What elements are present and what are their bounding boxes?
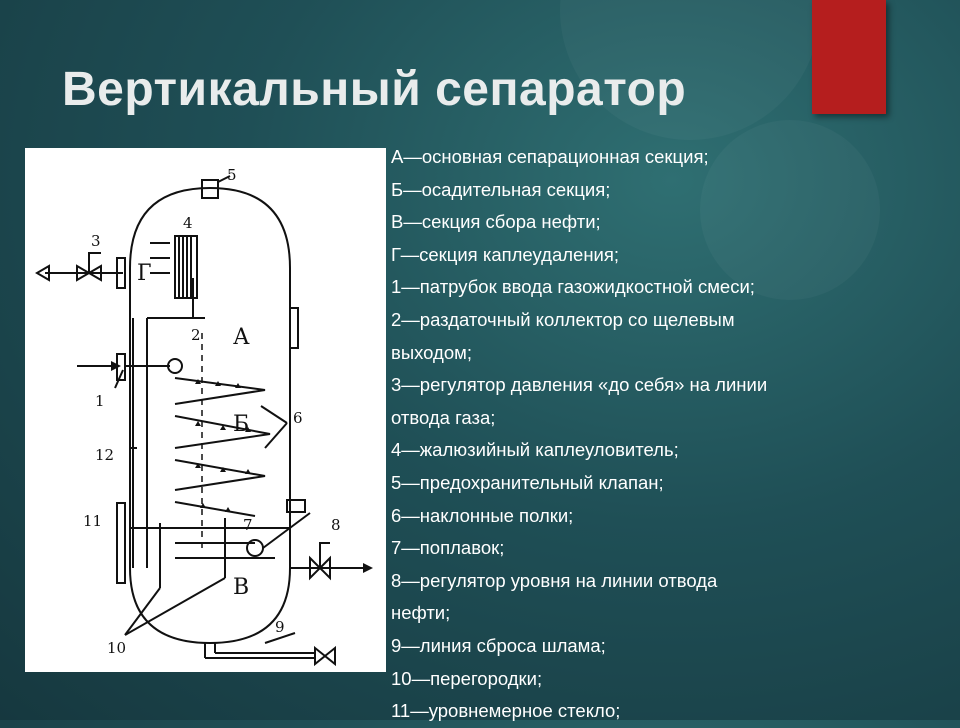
- legend-item: 2—раздаточный коллектор со щелевым: [391, 308, 735, 330]
- legend-item: 11—уровнемерное стекло;: [391, 700, 621, 722]
- legend-item: 7—поплавок;: [391, 537, 505, 559]
- legend-item: Б—осадительная секция;: [391, 178, 611, 200]
- slide-title: Вертикальный сепаратор: [62, 63, 687, 116]
- section-label-a: А: [233, 325, 250, 350]
- legend-item: В—секция сбора нефти;: [391, 211, 601, 233]
- callout-12: 12: [95, 446, 114, 464]
- callout-2: 2: [191, 326, 201, 344]
- callout-3: 3: [91, 232, 101, 250]
- legend-item: 4—жалюзийный каплеуловитель;: [391, 439, 679, 461]
- legend-item: 8—регулятор уровня на линии отвода: [391, 569, 718, 591]
- legend-item: 5—предохранительный клапан;: [391, 471, 664, 493]
- legend-item: нефти;: [391, 602, 451, 624]
- legend-item: 6—наклонные полки;: [391, 504, 574, 526]
- separator-diagram: А Б В Г 1 2 3 4 5 6 7 8 9 10 11 12: [25, 148, 386, 672]
- separator-drawing: А Б В Г 1 2 3 4 5 6 7 8 9 10 11 12: [35, 166, 373, 667]
- callout-5: 5: [227, 166, 237, 184]
- legend-item: 9—линия сброса шлама;: [391, 634, 606, 656]
- legend-item: 3—регулятор давления «до себя» на линии: [391, 374, 768, 396]
- legend-item: выходом;: [391, 341, 472, 363]
- accent-bar: [812, 0, 886, 114]
- callout-4: 4: [183, 214, 193, 232]
- section-label-b: Б: [233, 412, 249, 437]
- legend-item: Г—секция каплеудаления;: [391, 243, 620, 265]
- legend-list: А—основная сепарационная секция; Б—осади…: [391, 141, 951, 728]
- callout-8: 8: [331, 516, 341, 534]
- callout-1: 1: [95, 392, 105, 410]
- legend-item: 10—перегородки;: [391, 667, 543, 689]
- callout-10: 10: [107, 639, 126, 657]
- legend-item: А—основная сепарационная секция;: [391, 146, 709, 167]
- callout-9: 9: [275, 618, 285, 636]
- section-label-g: Г: [137, 261, 152, 286]
- legend-item: 1—патрубок ввода газожидкостной смеси;: [391, 276, 755, 298]
- callout-11: 11: [83, 512, 102, 530]
- callout-7: 7: [243, 516, 253, 534]
- section-label-v: В: [233, 575, 249, 600]
- callout-6: 6: [293, 409, 303, 427]
- legend-item: отвода газа;: [391, 406, 496, 428]
